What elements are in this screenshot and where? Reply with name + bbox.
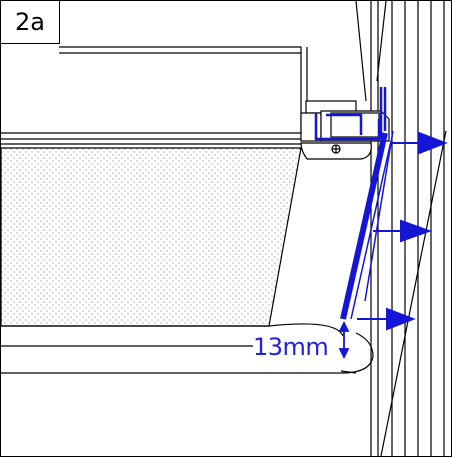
dimension-label: 13mm xyxy=(253,333,329,361)
dimension-marker xyxy=(338,320,350,360)
mounting-bracket xyxy=(300,100,390,160)
angled-slat xyxy=(340,130,394,320)
push-arrows xyxy=(357,131,448,331)
bottom-sill xyxy=(1,323,374,374)
headrail-box xyxy=(1,46,308,145)
step-label: 2a xyxy=(1,1,60,44)
fabric-panel xyxy=(1,147,302,327)
bracket-highlight xyxy=(314,87,387,141)
